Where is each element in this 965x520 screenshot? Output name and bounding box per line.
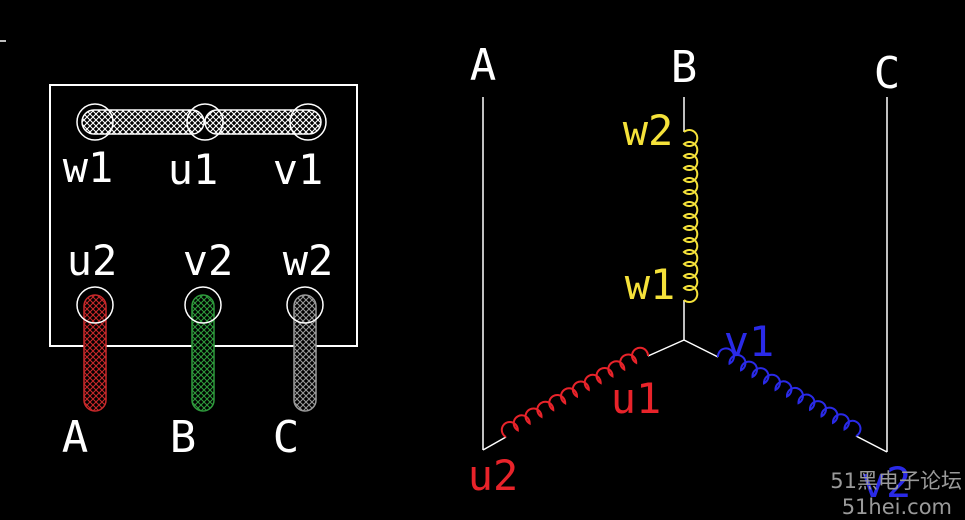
phase-label-b: B: [671, 42, 698, 93]
coil-u-winding: [500, 346, 650, 438]
label-w2: w2: [283, 236, 334, 285]
label-v2: v2: [183, 236, 234, 285]
coil-v-winding: [717, 347, 862, 437]
winding-label-w1: w1: [625, 260, 676, 309]
watermark: 51黑电子论坛 51hei.com: [830, 469, 962, 519]
winding-label-u2: u2: [468, 451, 519, 500]
terminal-v2: [184, 286, 222, 324]
terminal-w2: [286, 286, 324, 324]
connector-u2: [482, 436, 507, 451]
terminal-block: w1 u1 v1 u2 v2 w2 A B C: [49, 84, 358, 463]
coil-w-winding: [682, 129, 699, 303]
neutral-leg-v: [683, 339, 719, 358]
jumper-bar-w1-u1: [81, 109, 205, 135]
lead-wire-b: [191, 294, 215, 412]
phase-label-a: A: [470, 40, 497, 91]
lead-label-b: B: [170, 412, 197, 463]
label-v1: v1: [273, 145, 324, 194]
star-diagram: A B C w2 w1 u1 u2 v1 v2: [468, 40, 912, 507]
label-w1: w1: [63, 143, 114, 192]
terminal-w1: [76, 103, 114, 141]
label-u2: u2: [67, 236, 118, 285]
phase-label-c: C: [874, 48, 901, 99]
watermark-url: 51hei.com: [842, 495, 952, 519]
neutral-leg-u: [647, 339, 685, 357]
terminal-u1: [186, 103, 224, 141]
winding-label-u1: u1: [611, 374, 662, 423]
lead-label-a: A: [62, 412, 89, 463]
label-u1: u1: [168, 145, 219, 194]
winding-label-v1: v1: [724, 317, 775, 366]
winding-label-w2: w2: [623, 106, 674, 155]
jumper-bar-u1-v1: [204, 109, 322, 135]
lead-label-c: C: [273, 412, 300, 463]
winding-label-v2: v2: [861, 458, 912, 507]
terminal-u2: [76, 286, 114, 324]
lead-wire-c: [293, 294, 317, 412]
lead-wire-a: [83, 294, 107, 412]
watermark-title: 51黑电子论坛: [830, 469, 962, 493]
terminal-v1: [289, 103, 327, 141]
connector-v2: [855, 435, 888, 453]
